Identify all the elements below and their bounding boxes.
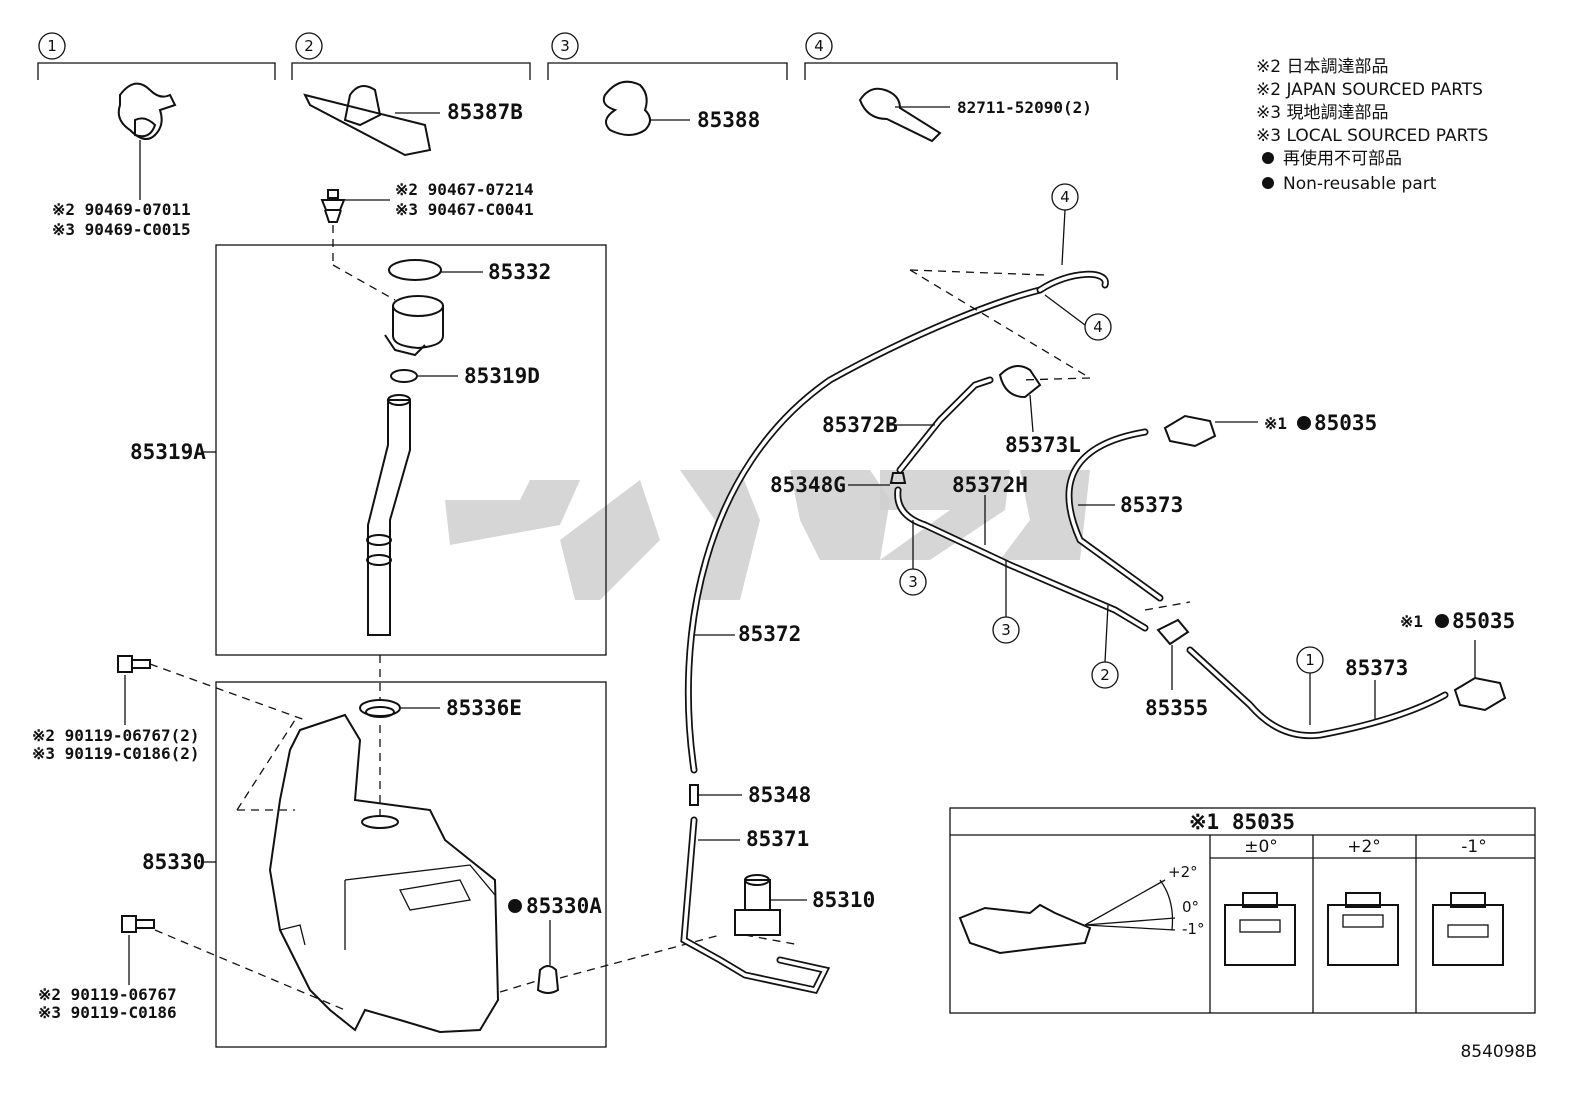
part-85319A: 85319A — [130, 440, 206, 464]
non-reusable-dot-icon — [1297, 416, 1311, 430]
part-85372: 85372 — [738, 622, 801, 646]
bolt-90119-a — [117, 655, 151, 725]
non-reusable-dot-icon — [1262, 152, 1274, 164]
angle-zero: 0° — [1182, 898, 1199, 916]
grommet-85336E — [359, 699, 440, 718]
legend-line-6: Non-reusable part — [1283, 174, 1437, 194]
o-ring-85319D — [390, 369, 458, 383]
part-90467-07214: ※2 90467-07214 — [395, 180, 534, 199]
clip-85388 — [602, 80, 690, 136]
part-85035-upper: 85035 — [1314, 411, 1377, 435]
diagram-id: 854098B — [1460, 1042, 1537, 1062]
joint-85348G — [848, 472, 907, 486]
detail-title: ※1 85035 — [1189, 810, 1295, 834]
grommet-85330A — [508, 899, 560, 994]
part-90119-06767-2: ※2 90119-06767(2) — [32, 726, 200, 745]
legend-line-1: ※2 日本調達部品 — [1256, 57, 1388, 77]
group-1-label: 1 — [47, 37, 57, 55]
part-85310: 85310 — [812, 888, 875, 912]
non-reusable-dot-icon — [508, 899, 522, 913]
non-reusable-dot-icon — [1435, 614, 1449, 628]
part-90467-C0041: ※3 90467-C0041 — [395, 200, 534, 219]
nozzle-85373L — [998, 365, 1042, 433]
clip-90467 — [320, 189, 390, 223]
part-82711-52090: 82711-52090(2) — [957, 98, 1092, 117]
angle-minus1: -1° — [1182, 920, 1204, 938]
part-90469-07011: ※2 90469-07011 — [52, 200, 191, 219]
part-85035-lower: 85035 — [1452, 609, 1515, 633]
bolt-90119-b — [121, 915, 155, 985]
angle-plus2: +2° — [1168, 863, 1198, 881]
clip-82711 — [858, 87, 950, 143]
part-85373-upper: 85373 — [1120, 493, 1183, 517]
legend-line-4: ※3 LOCAL SOURCED PARTS — [1256, 126, 1488, 146]
part-85387B: 85387B — [447, 100, 523, 124]
washer-pump-85310 — [734, 874, 807, 936]
part-85373-lower: 85373 — [1345, 656, 1408, 680]
group-4-label: 4 — [814, 37, 824, 55]
group-headers: 1 2 3 4 — [37, 32, 1118, 80]
part-85388: 85388 — [697, 108, 760, 132]
nozzle-view-minus1 — [1432, 892, 1504, 966]
group-2-label: 2 — [304, 37, 314, 55]
part-85372B: 85372B — [822, 413, 898, 437]
filler-pipe-85319A — [366, 394, 411, 636]
part-85371: 85371 — [746, 827, 809, 851]
part-85372H: 85372H — [952, 473, 1028, 497]
nozzle-85035-lower — [1435, 614, 1507, 712]
legend-line-3: ※3 現地調達部品 — [1256, 103, 1388, 123]
nozzle-85035-upper — [1163, 414, 1311, 448]
detail-col-3: -1° — [1461, 837, 1486, 857]
part-85336E: 85336E — [446, 696, 522, 720]
callout-2: 2 — [1100, 666, 1110, 684]
legend: ※2 日本調達部品 ※2 JAPAN SOURCED PARTS ※3 現地調達… — [1256, 57, 1488, 194]
detail-col-2: +2° — [1347, 837, 1381, 857]
mark-1-upper: ※1 — [1264, 414, 1287, 433]
legend-line-2: ※2 JAPAN SOURCED PARTS — [1256, 80, 1483, 100]
part-85319D: 85319D — [464, 364, 540, 388]
part-85330: 85330 — [142, 850, 205, 874]
legend-line-5: 再使用不可部品 — [1283, 148, 1402, 169]
filler-cap-85332 — [388, 259, 483, 281]
part-90469-C0015: ※3 90469-C0015 — [52, 220, 191, 239]
mark-1-lower: ※1 — [1400, 612, 1423, 631]
part-85348G: 85348G — [770, 473, 846, 497]
part-85355: 85355 — [1145, 696, 1208, 720]
callout-1: 1 — [1305, 651, 1315, 669]
part-85332: 85332 — [488, 260, 551, 284]
callout-3a: 3 — [908, 573, 918, 591]
part-90119-C0186: ※3 90119-C0186 — [38, 1003, 177, 1022]
watermark-logo — [445, 470, 1090, 600]
part-85348: 85348 — [748, 783, 811, 807]
non-reusable-dot-icon — [1262, 177, 1274, 189]
part-85330A: 85330A — [526, 894, 602, 918]
detail-box-85035: ※1 85035 ±0° +2° -1° +2° 0° -1° — [949, 807, 1536, 1014]
detail-col-1: ±0° — [1244, 837, 1278, 857]
nozzle-view-plus2 — [1327, 892, 1399, 966]
group-3-label: 3 — [560, 37, 570, 55]
filler-neck-box — [215, 244, 607, 656]
joint-85348 — [689, 784, 742, 806]
callout-3b: 3 — [1001, 621, 1011, 639]
clip-90469 — [117, 82, 177, 200]
washer-tank-85330 — [268, 713, 500, 1034]
tank-box — [215, 681, 607, 1048]
callout-4a: 4 — [1060, 188, 1070, 206]
part-90119-06767: ※2 90119-06767 — [38, 985, 177, 1004]
filler-inlet — [384, 295, 444, 357]
part-90119-C0186-2: ※3 90119-C0186(2) — [32, 744, 200, 763]
tee-joint-85355 — [1156, 618, 1190, 690]
callout-4b: 4 — [1093, 318, 1103, 336]
clip-85387B — [303, 85, 440, 157]
nozzle-view-0 — [1224, 892, 1296, 966]
part-85373L: 85373L — [1005, 433, 1081, 457]
